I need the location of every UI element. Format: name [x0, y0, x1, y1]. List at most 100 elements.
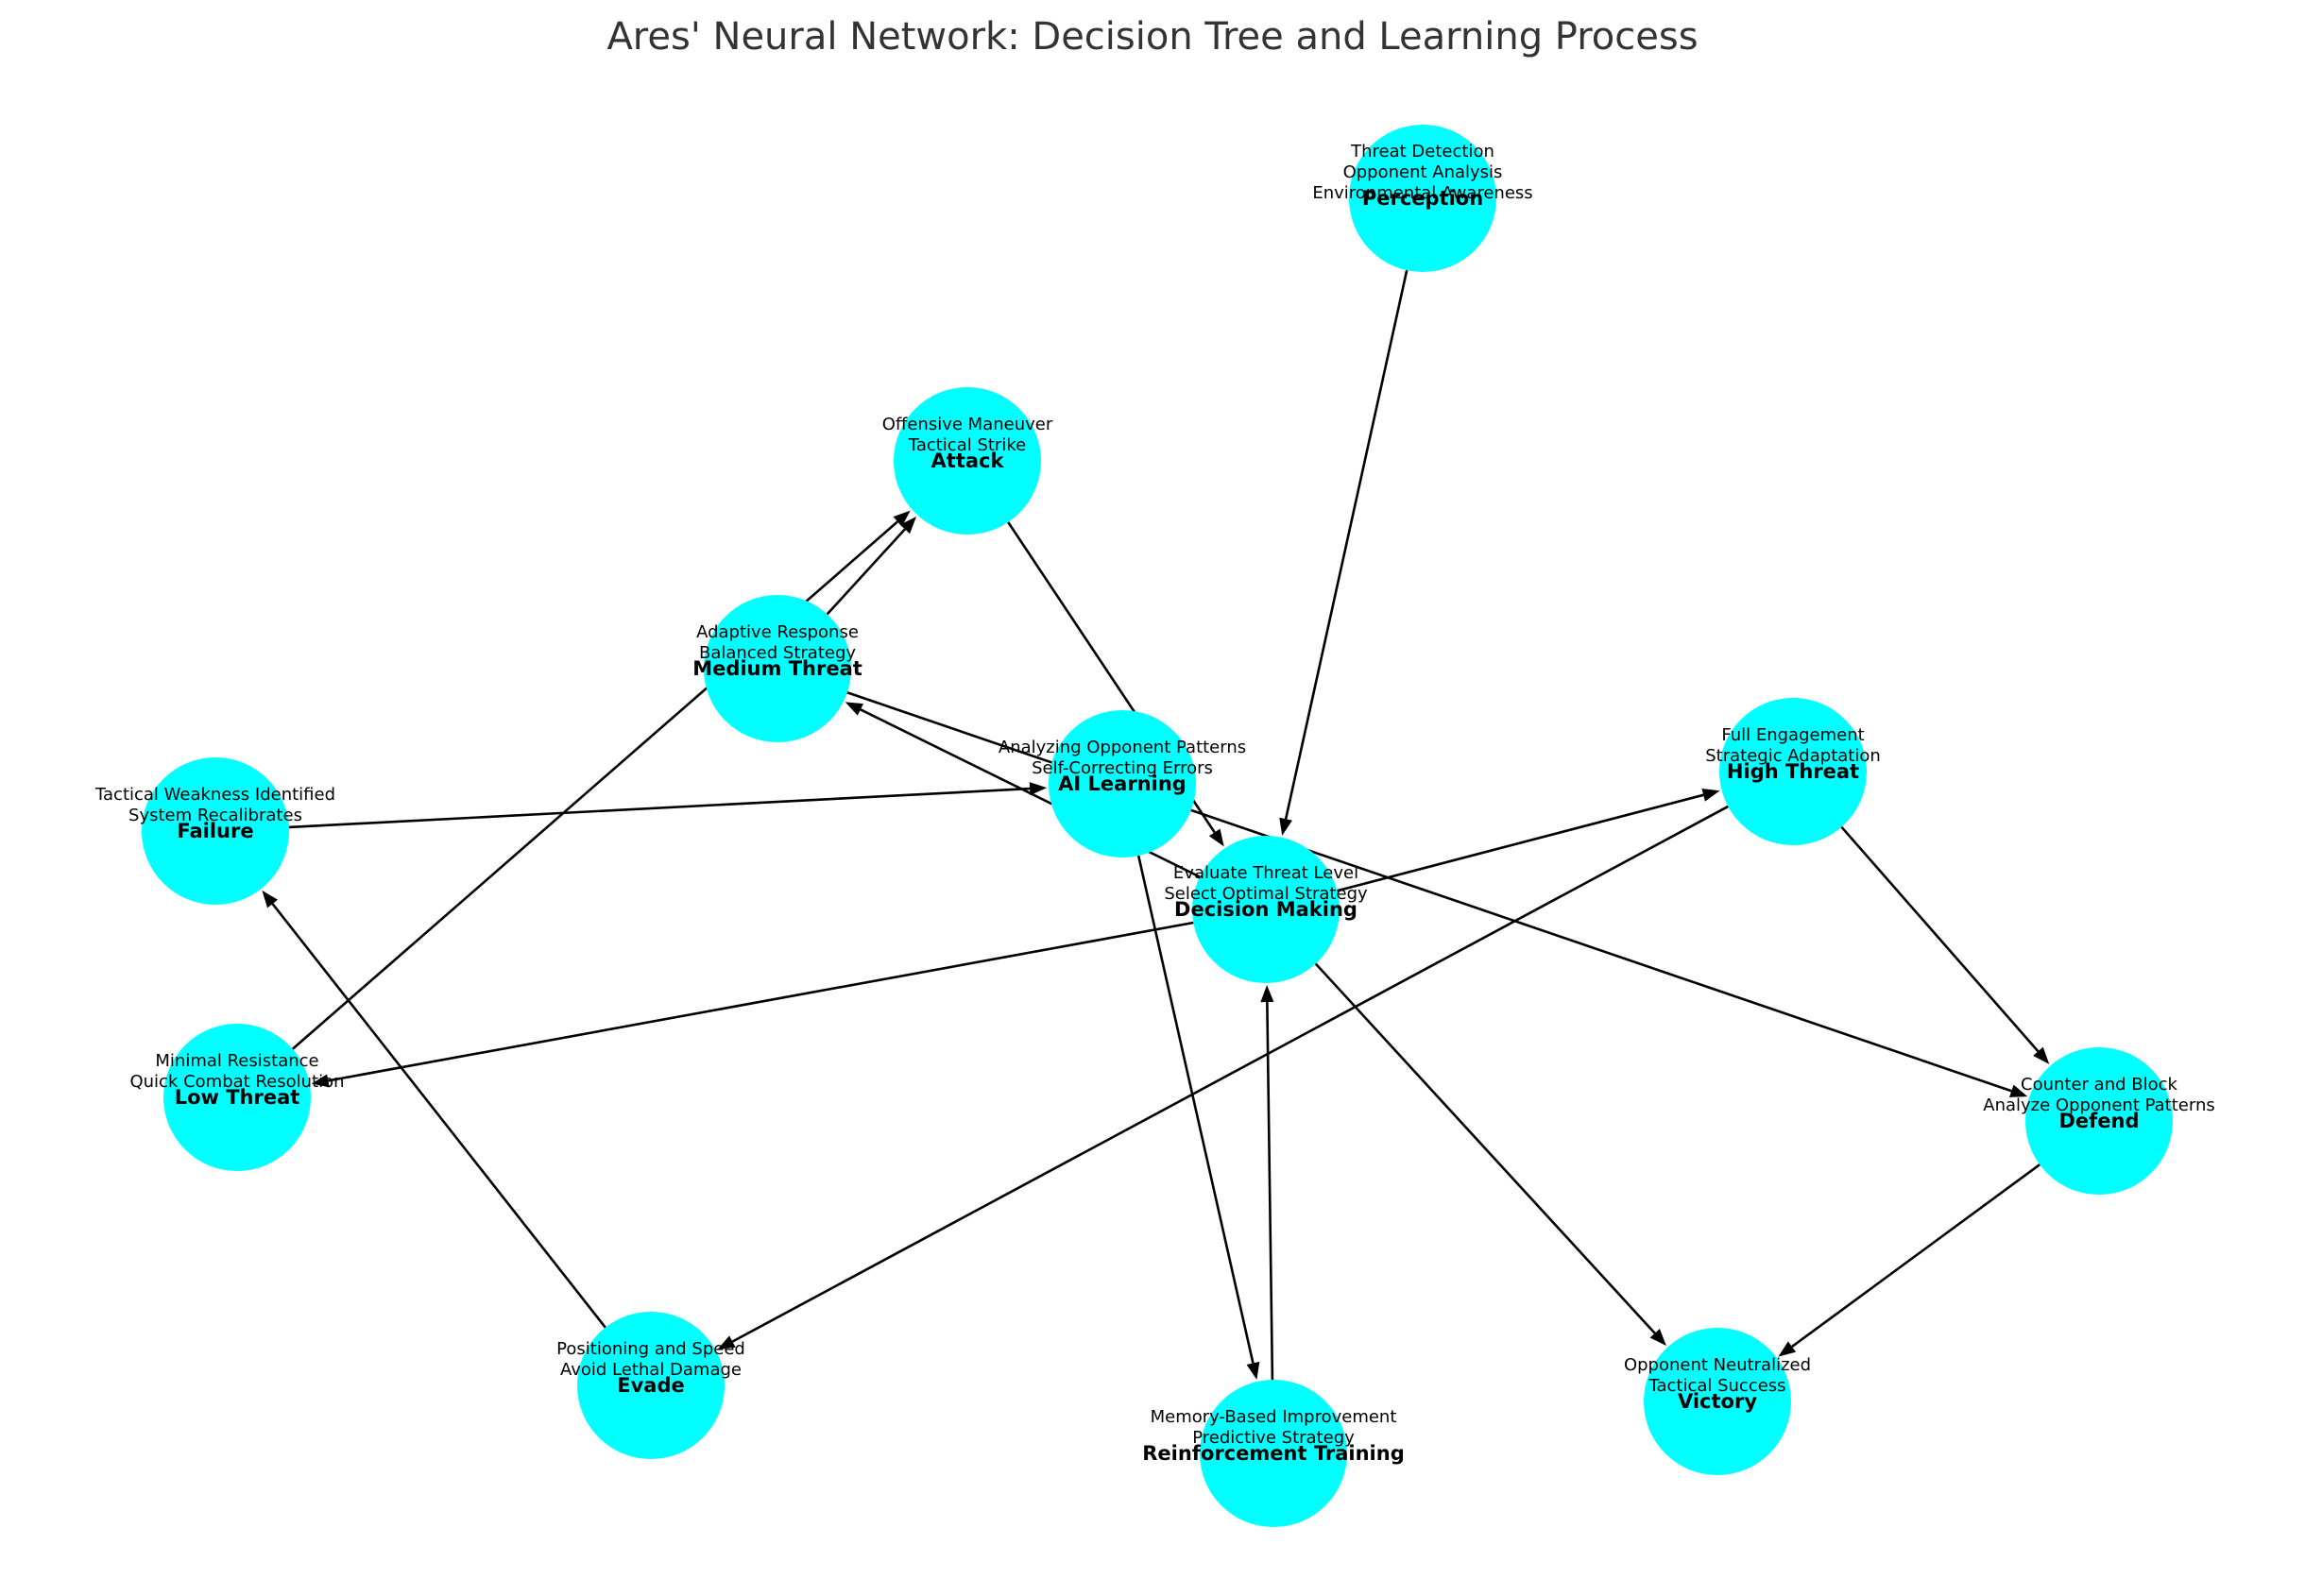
node-circle [1644, 1328, 1791, 1475]
edge-line [271, 903, 606, 1329]
arrowhead [1246, 1361, 1260, 1380]
node-label: Perception [1362, 187, 1483, 210]
node-label: Failure [177, 820, 253, 842]
arrowhead [893, 510, 911, 527]
edge-decision-to-low [311, 921, 1194, 1088]
node-circle [1192, 836, 1340, 983]
node-ailearning: Analyzing Opponent PatternsSelf-Correcti… [999, 710, 1246, 857]
node-circle [1349, 125, 1496, 272]
node-label: Low Threat [175, 1086, 300, 1109]
edge-line [1136, 855, 1255, 1364]
diagram-title: Ares' Neural Network: Decision Tree and … [606, 15, 1698, 59]
arrowhead [311, 1074, 330, 1088]
node-circle [577, 1312, 725, 1459]
edge-ailearning-to-reinforcement [1136, 855, 1260, 1380]
node-label: AI Learning [1058, 773, 1187, 795]
node-circle [163, 1024, 311, 1171]
node-circle [1049, 710, 1196, 857]
edge-low-to-attack [291, 510, 911, 1050]
node-description-line: Counter and Block [2021, 1075, 2177, 1095]
edge-line [1314, 962, 1656, 1334]
node-description-line: System Recalibrates [128, 806, 302, 825]
edge-high-to-defend [1840, 825, 2050, 1064]
node-description-line: Evaluate Threat Level [1173, 863, 1358, 883]
arrowhead [2033, 1046, 2050, 1064]
edge-line [1791, 1163, 2040, 1349]
node-label: Medium Threat [692, 657, 862, 680]
edge-line [1284, 269, 1409, 820]
node-description-line: Analyzing Opponent Patterns [999, 738, 1246, 757]
node-description-line: Tactical Success [1648, 1376, 1785, 1396]
arrowhead [1029, 782, 1048, 796]
node-circle [1719, 698, 1867, 845]
edge-decision-to-high [1337, 789, 1720, 892]
edge-line [328, 921, 1194, 1082]
node-description-line: Quick Combat Resolution [129, 1072, 344, 1092]
node-description-line: Predictive Strategy [1192, 1428, 1355, 1448]
edge-failure-to-ailearning [288, 782, 1048, 829]
node-label: Attack [931, 450, 1005, 472]
edge-defend-to-victory [1778, 1163, 2040, 1357]
edge-reinforcement-to-decision [1260, 984, 1274, 1381]
node-circle [894, 387, 1041, 535]
node-label: Reinforcement Training [1142, 1442, 1404, 1465]
edge-decision-to-victory [1314, 962, 1666, 1347]
edge-line [1266, 1001, 1274, 1381]
arrowhead [845, 702, 863, 716]
node-description-line: Self-Correcting Errors [1032, 758, 1213, 778]
edge-line [826, 528, 906, 616]
node-description-line: Tactical Strike [908, 435, 1026, 455]
arrowhead [1208, 828, 1224, 847]
arrowhead [1260, 984, 1274, 1003]
edge-high-to-evade [717, 805, 1729, 1350]
node-description-line: Select Optimal Strategy [1164, 884, 1368, 904]
edge-evade-to-failure [262, 890, 606, 1329]
node-description-line: Analyze Opponent Patterns [1983, 1095, 2215, 1115]
node-description-line: Opponent Analysis [1343, 162, 1503, 182]
node-description-line: Adaptive Response [696, 622, 859, 642]
node-description-line: Offensive Maneuver [882, 415, 1053, 434]
node-label: Defend [2058, 1110, 2139, 1132]
node-description-line: Tactical Weakness Identified [94, 785, 335, 805]
node-label: High Threat [1727, 760, 1859, 783]
node-circle [2025, 1047, 2173, 1195]
node-circle [1200, 1380, 1347, 1527]
node-label: Victory [1678, 1390, 1757, 1413]
edge-medium-to-defend [846, 691, 2028, 1097]
edge-line [1840, 825, 2040, 1053]
node-description-line: Balanced Strategy [699, 643, 856, 663]
node-description-line: Positioning and Speed [556, 1339, 745, 1359]
arrowhead [717, 1335, 736, 1350]
arrowhead [2009, 1084, 2028, 1097]
edge-medium-to-attack [826, 517, 917, 616]
node-description-line: Environmental Awareness [1312, 183, 1532, 203]
edge-line [1337, 793, 1704, 892]
arrowhead [1279, 817, 1292, 836]
node-label: Decision Making [1174, 898, 1357, 921]
node-description-line: Threat Detection [1350, 142, 1494, 161]
arrowhead [262, 890, 279, 908]
arrowhead [1778, 1341, 1797, 1357]
edges-layer [262, 269, 2050, 1381]
arrowhead [1701, 789, 1720, 802]
node-circle [142, 757, 289, 905]
arrowhead [899, 517, 917, 535]
edge-line [846, 691, 2012, 1093]
node-label: Evade [617, 1374, 684, 1397]
node-description-line: Strategic Adaptation [1705, 746, 1881, 766]
node-description-line: Avoid Lethal Damage [560, 1360, 742, 1380]
node-circle [704, 595, 851, 742]
node-description-line: Opponent Neutralized [1624, 1355, 1811, 1375]
